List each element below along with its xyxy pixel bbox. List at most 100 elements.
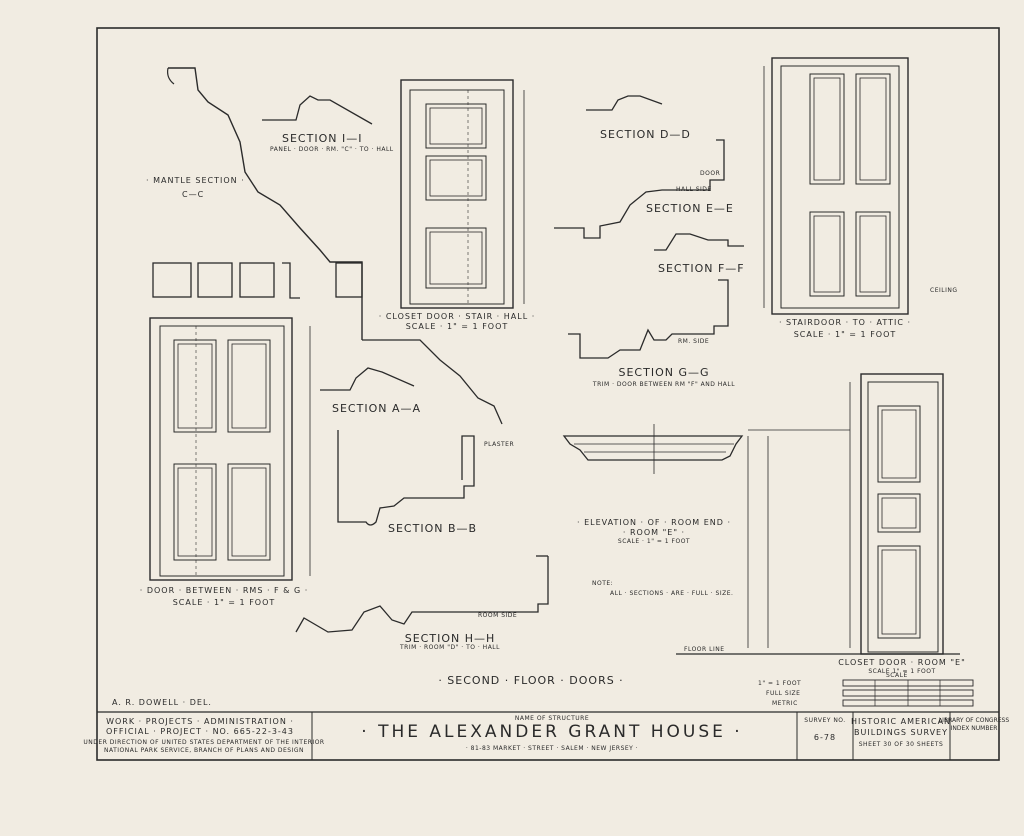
stairdoor-scale: SCALE · 1" = 1 FOOT [793,330,897,339]
closet-door-panel [425,103,487,149]
mantle-block [335,262,363,298]
sheet-title: · SECOND · FLOOR · DOORS · [438,674,624,687]
section-b-title: SECTION B—B [388,522,478,535]
double-door-panel-inner [231,467,267,557]
double-door-frame [149,317,293,581]
door-between-scale: SCALE · 1" = 1 FOOT [172,598,276,607]
hall-side-label: HALL SIDE [676,186,712,193]
mantle-section-sub: C—C [182,190,205,199]
agency-line-4: NATIONAL PARK SERVICE, BRANCH OF PLANS A… [103,747,305,754]
closet-door-e-panel [877,545,921,639]
closet-door-e-panel-inner [881,497,917,529]
section-d-title: SECTION D—D [600,128,691,141]
structure-name: · THE ALEXANDER GRANT HOUSE · [361,722,743,742]
stairdoor-leaf [780,65,900,309]
mantle-section-title: · MANTLE SECTION · [146,176,245,185]
closet-door-frame [400,79,514,309]
sheet-border [96,27,1000,761]
section-i-title: SECTION I—I [282,132,363,145]
ceiling-label: CEILING [930,287,958,294]
note-heading: NOTE: [592,580,614,587]
structure-name-label: NAME OF STRUCTURE [514,715,590,722]
closet-door-e-leaf [867,381,939,653]
library-line-1: LIBRARY OF CONGRESS [938,717,1010,724]
closet-door-panel-inner [429,231,483,285]
double-door-panel [227,463,271,561]
floor-line-label: FLOOR LINE [684,646,725,653]
mantle-block [282,262,300,299]
closet-door-panel [425,155,487,201]
scale-bar-row-label: 1" = 1 FOOT [758,680,802,687]
section-b-profile [337,430,475,526]
closet-door-e-frame [860,373,944,655]
habs-sheet-count: SHEET 30 OF 30 SHEETS [858,741,944,748]
section-f-profile [654,233,744,251]
section-g-sub: TRIM · DOOR BETWEEN RM "F" AND HALL [592,381,736,388]
double-door-panel [173,339,217,433]
mantle-block [152,262,192,298]
double-door-panel-inner [231,343,267,429]
elevation-scale: SCALE · 1" = 1 FOOT [617,538,691,545]
stairdoor-frame [771,57,909,315]
double-door-panel [173,463,217,561]
closet-door-e-scale: SCALE 1" = 1 FOOT [868,668,936,675]
stairdoor-panel [855,73,891,185]
section-f-title: SECTION F—F [658,262,745,275]
agency-line-3: UNDER DIRECTION OF UNITED STATES DEPARTM… [83,739,325,746]
structure-address: · 81-83 MARKET · STREET · SALEM · NEW JE… [465,745,639,752]
note-body: ALL · SECTIONS · ARE · FULL · SIZE. [610,590,734,597]
section-g-profile [568,279,729,359]
stairdoor-panel [809,211,845,297]
closet-door-panel-inner [429,159,483,197]
scale-bar-row-label: FULL SIZE [766,690,801,697]
closet-door-e-panel [877,405,921,483]
closet-door-e-panel [877,493,921,533]
stairdoor-panel-inner [813,77,841,181]
stairdoor-title: · STAIRDOOR · TO · ATTIC · [778,318,912,327]
door-between-title: · DOOR · BETWEEN · RMS · F & G · [139,586,309,595]
section-h-sub: TRIM · ROOM "D" · TO · HALL [400,644,500,651]
section-h-title: SECTION H—H [404,632,496,645]
closet-door-panel-inner [429,107,483,145]
double-door-leaf [159,325,285,577]
habs-line-1: HISTORIC AMERICAN [850,717,952,726]
agency-line-1: WORK · PROJECTS · ADMINISTRATION · [106,717,294,726]
stairdoor-panel [809,73,845,185]
scale-bar-title: SCALE [886,672,908,679]
mantle-block [239,262,275,298]
section-g-title: SECTION G—G [618,366,710,379]
closet-door-panel [425,227,487,289]
mantle-block [197,262,233,298]
closet-door-e-panel-inner [881,409,917,479]
section-i-profile [262,95,373,125]
mantle-profile [168,67,363,340]
section-a-title: SECTION A—A [332,402,422,415]
draftsman-credit: A. R. DOWELL · DEL. [112,698,212,707]
survey-no-label: SURVEY NO. [804,717,846,724]
door-label: DOOR [700,170,721,177]
closet-door-leaf [409,89,505,305]
closet-door-e-title: CLOSET DOOR · ROOM "E" [838,658,966,667]
section-i-sub: PANEL · DOOR · RM. "C" · TO · HALL [270,146,394,153]
section-d-profile [586,95,663,111]
scale-bar-row-label: METRIC [772,700,798,707]
closet-door-e-panel-inner [881,549,917,635]
section-a-profile [320,367,415,391]
section-a-arc [362,339,503,425]
survey-no: 6-78 [813,733,837,742]
stairdoor-panel-inner [859,77,887,181]
elevation-title: · ELEVATION · OF · ROOM END · [576,518,732,527]
closet-door-scale: SCALE · 1" = 1 FOOT [405,322,509,331]
mantle-elevation [562,435,744,461]
stairdoor-panel-inner [859,215,887,293]
stairdoor-panel-inner [813,215,841,293]
double-door-panel [227,339,271,433]
agency-line-2: OFFICIAL · PROJECT · NO. 665-22-3-43 [106,727,294,736]
rm-side-label: RM. SIDE [678,338,710,345]
stairdoor-panel [855,211,891,297]
double-door-panel-inner [177,467,213,557]
library-line-2: INDEX NUMBER [950,725,998,732]
section-e-profile [554,139,725,239]
